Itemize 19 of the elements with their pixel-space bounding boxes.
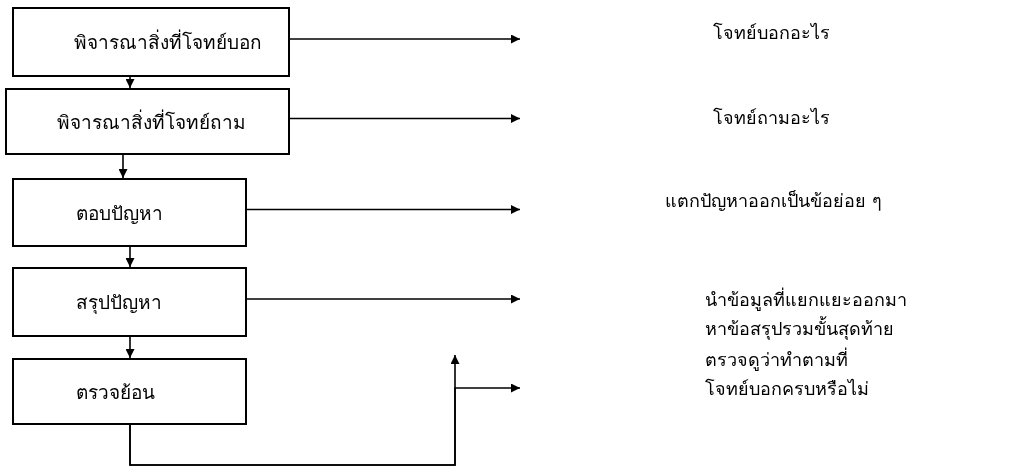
process-box: สรุปปัญหา xyxy=(12,267,247,337)
arrow xyxy=(289,34,521,44)
arrow xyxy=(129,354,460,466)
arrow xyxy=(125,246,135,268)
description-text: โจทย์ถามอะไร xyxy=(713,106,830,130)
arrow xyxy=(125,76,135,89)
description-text: ตรวจดูว่าทำตามที่ โจทย์บอกครบหรือไม่ xyxy=(705,346,870,401)
process-box: ตอบปัญหา xyxy=(12,178,247,247)
process-box: พิจารณาสิ่งที่โจทย์บอก xyxy=(12,7,290,77)
arrow xyxy=(289,114,521,123)
arrow xyxy=(118,154,128,179)
description-text: นำข้อมูลที่แยกแยะออกมา หาข้อสรุปรวมขั้นสุดท้าย xyxy=(705,286,908,342)
arrow xyxy=(246,294,521,304)
description-text: โจทย์บอกอะไร xyxy=(713,21,830,45)
process-box: พิจารณาสิ่งที่โจทย์ถาม xyxy=(5,88,290,155)
description-text: แตกปัญหาออกเป็นข้อย่อย ๆ xyxy=(665,189,882,213)
arrow xyxy=(246,205,521,214)
arrow xyxy=(125,336,135,359)
process-box: ตรวจย้อน xyxy=(12,358,247,425)
